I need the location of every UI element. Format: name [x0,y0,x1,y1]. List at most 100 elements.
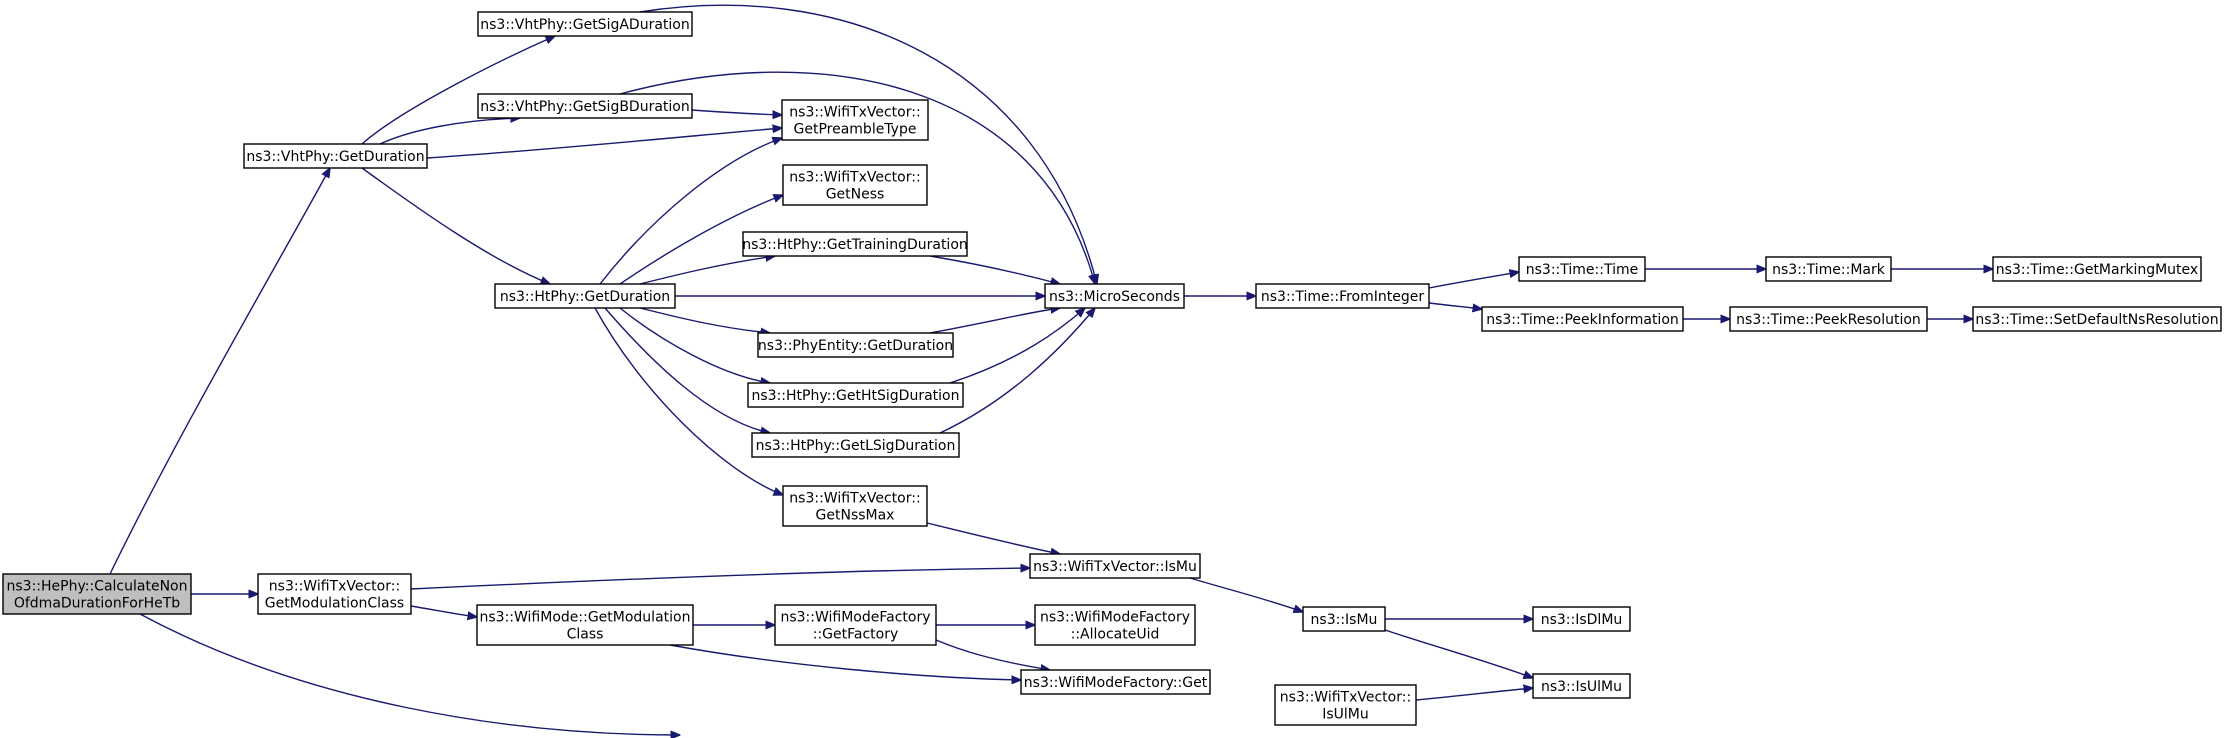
graph-node-root[interactable]: ns3::HePhy::CalculateNonOfdmaDurationFor… [2,573,192,615]
node-box[interactable] [1481,306,1684,332]
node-box[interactable] [1992,256,2202,282]
call-edge [410,605,477,617]
graph-node-factory-get[interactable]: ns3::WifiModeFactory::Get [1020,669,1211,695]
node-label: ::AllocateUid [1071,627,1160,643]
node-box[interactable] [243,143,428,169]
node-label: ns3::Time::SetDefaultNsResolution [1975,312,2218,328]
call-edge [361,36,555,145]
call-edge [109,168,330,575]
node-box[interactable] [494,283,676,309]
graph-node-time-markmutex[interactable]: ns3::Time::GetMarkingMutex [1992,256,2202,282]
node-label: ns3::WifiTxVector:: [789,491,920,507]
graph-node-txv-isulmu[interactable]: ns3::WifiTxVector::IsUlMu [1274,684,1417,726]
call-edge [599,138,782,285]
graph-node-time-frominteger[interactable]: ns3::Time::FromInteger [1255,283,1430,309]
node-label: GetModulationClass [265,596,404,612]
node-box[interactable] [742,231,968,257]
graph-node-ht-lsig[interactable]: ns3::HtPhy::GetLSigDuration [751,432,960,458]
call-edge [379,118,520,145]
call-edge [949,308,1085,384]
node-box[interactable] [1274,684,1417,726]
graph-node-time-setdefres[interactable]: ns3::Time::SetDefaultNsResolution [1972,306,2222,332]
node-label: ns3::WifiTxVector:: [789,170,920,186]
call-edge [935,639,1050,670]
call-edge [594,307,783,495]
node-box[interactable] [781,99,929,141]
graph-node-time-peekres[interactable]: ns3::Time::PeekResolution [1729,306,1928,332]
node-label: ns3::HtPhy::GetHtSigDuration [752,388,960,404]
node-box[interactable] [1765,256,1892,282]
node-box[interactable] [751,432,960,458]
graph-node-txv-nssmax[interactable]: ns3::WifiTxVector::GetNssMax [782,485,928,527]
graph-node-time-peekinfo[interactable]: ns3::Time::PeekInformation [1481,306,1684,332]
graph-node-factory-getfactory[interactable]: ns3::WifiModeFactory::GetFactory [774,604,937,646]
node-label: ns3::WifiMode::GetModulation [480,610,691,626]
graph-node-txv-getmodclass[interactable]: ns3::WifiTxVector::GetModulationClass [257,573,412,615]
node-box[interactable] [257,573,412,615]
edges-layer [109,4,1993,735]
node-box[interactable] [1020,669,1211,695]
call-edge [1415,688,1533,701]
node-box[interactable] [1972,306,2222,332]
node-box[interactable] [1044,283,1185,309]
graph-node-time-time[interactable]: ns3::Time::Time [1518,256,1646,282]
call-edge [619,195,783,285]
call-edge [926,522,1060,554]
node-label: GetPreambleType [794,122,917,138]
node-label: ns3::WifiTxVector:: [1280,690,1411,706]
call-edge [604,307,770,433]
call-edge [939,308,1095,434]
graph-node-isulmu[interactable]: ns3::IsUlMu [1532,673,1631,699]
node-label: ns3::HtPhy::GetTrainingDuration [742,237,968,253]
graph-node-wifimode-getmodclass[interactable]: ns3::WifiMode::GetModulationClass [476,604,694,646]
graph-node-ht-getdur[interactable]: ns3::HtPhy::GetDuration [494,283,676,309]
node-box[interactable] [1729,306,1928,332]
graph-node-isdlmu[interactable]: ns3::IsDlMu [1532,606,1631,632]
node-label: ns3::HtPhy::GetLSigDuration [756,438,956,454]
node-box[interactable] [477,93,693,119]
call-edge [1428,302,1482,309]
node-box[interactable] [774,604,937,646]
node-label: ns3::WifiTxVector:: [789,105,920,121]
node-box[interactable] [476,604,694,646]
graph-node-microseconds[interactable]: ns3::MicroSeconds [1044,283,1185,309]
node-box[interactable] [1532,673,1631,699]
node-box[interactable] [1034,604,1196,646]
graph-node-time-mark[interactable]: ns3::Time::Mark [1765,256,1892,282]
node-box[interactable] [747,382,964,408]
call-edge [639,256,775,285]
graph-node-factory-allocuid[interactable]: ns3::WifiModeFactory::AllocateUid [1034,604,1196,646]
graph-node-phyentity-getdur[interactable]: ns3::PhyEntity::GetDuration [757,332,954,358]
node-label: ns3::Time::FromInteger [1261,289,1424,305]
node-box[interactable] [1518,256,1646,282]
node-box[interactable] [1532,606,1631,632]
call-edge [639,4,1097,284]
node-box[interactable] [1029,553,1201,579]
call-edge [1384,629,1533,678]
node-label: ns3::IsMu [1311,612,1378,628]
node-label: ns3::HePhy::CalculateNon [7,579,188,595]
graph-node-vht-sigA[interactable]: ns3::VhtPhy::GetSigADuration [477,11,693,37]
graph-node-txv-ness[interactable]: ns3::WifiTxVector::GetNess [782,164,928,206]
graph-node-ismu[interactable]: ns3::IsMu [1302,606,1386,632]
node-box[interactable] [1255,283,1430,309]
node-box[interactable] [757,332,954,358]
node-box[interactable] [1302,606,1386,632]
graph-node-vht-sigB[interactable]: ns3::VhtPhy::GetSigBDuration [477,93,693,119]
node-box[interactable] [477,11,693,37]
call-edge [1428,272,1519,289]
nodes-layer: ns3::HePhy::CalculateNonOfdmaDurationFor… [2,11,2222,726]
graph-node-ht-htsig[interactable]: ns3::HtPhy::GetHtSigDuration [747,382,964,408]
node-box[interactable] [2,573,192,615]
node-box[interactable] [782,164,928,206]
call-edge [669,644,1021,680]
call-edge [619,71,1095,284]
node-box[interactable] [782,485,928,527]
graph-node-txv-ismu[interactable]: ns3::WifiTxVector::IsMu [1029,553,1201,579]
graph-node-ht-training[interactable]: ns3::HtPhy::GetTrainingDuration [742,231,968,257]
graph-node-txv-preamble[interactable]: ns3::WifiTxVector::GetPreambleType [781,99,929,141]
node-label: ns3::VhtPhy::GetSigADuration [480,17,689,33]
graph-node-vht-getdur[interactable]: ns3::VhtPhy::GetDuration [243,143,428,169]
